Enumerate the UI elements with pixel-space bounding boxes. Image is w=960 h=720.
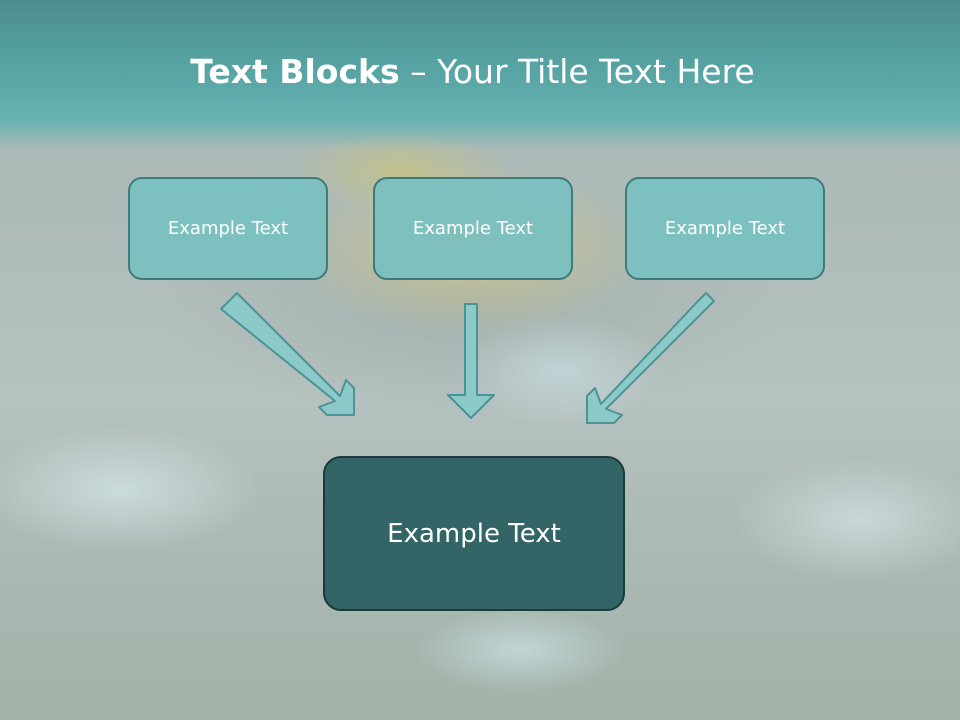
title-rest: Your Title Text Here [437,52,755,91]
text-block-bottom[interactable]: Example Text [323,456,625,611]
title-dash: – [399,52,438,91]
text-block-top-left[interactable]: Example Text [128,177,328,280]
slide-title: Text Blocks – Your Title Text Here [0,52,945,91]
arrow-left-icon [220,292,355,416]
title-bar [0,0,960,150]
arrow-center-icon [447,303,495,419]
arrow-right-icon [586,292,715,424]
text-block-top-center[interactable]: Example Text [373,177,573,280]
title-bold: Text Blocks [190,52,400,91]
text-block-top-right[interactable]: Example Text [625,177,825,280]
